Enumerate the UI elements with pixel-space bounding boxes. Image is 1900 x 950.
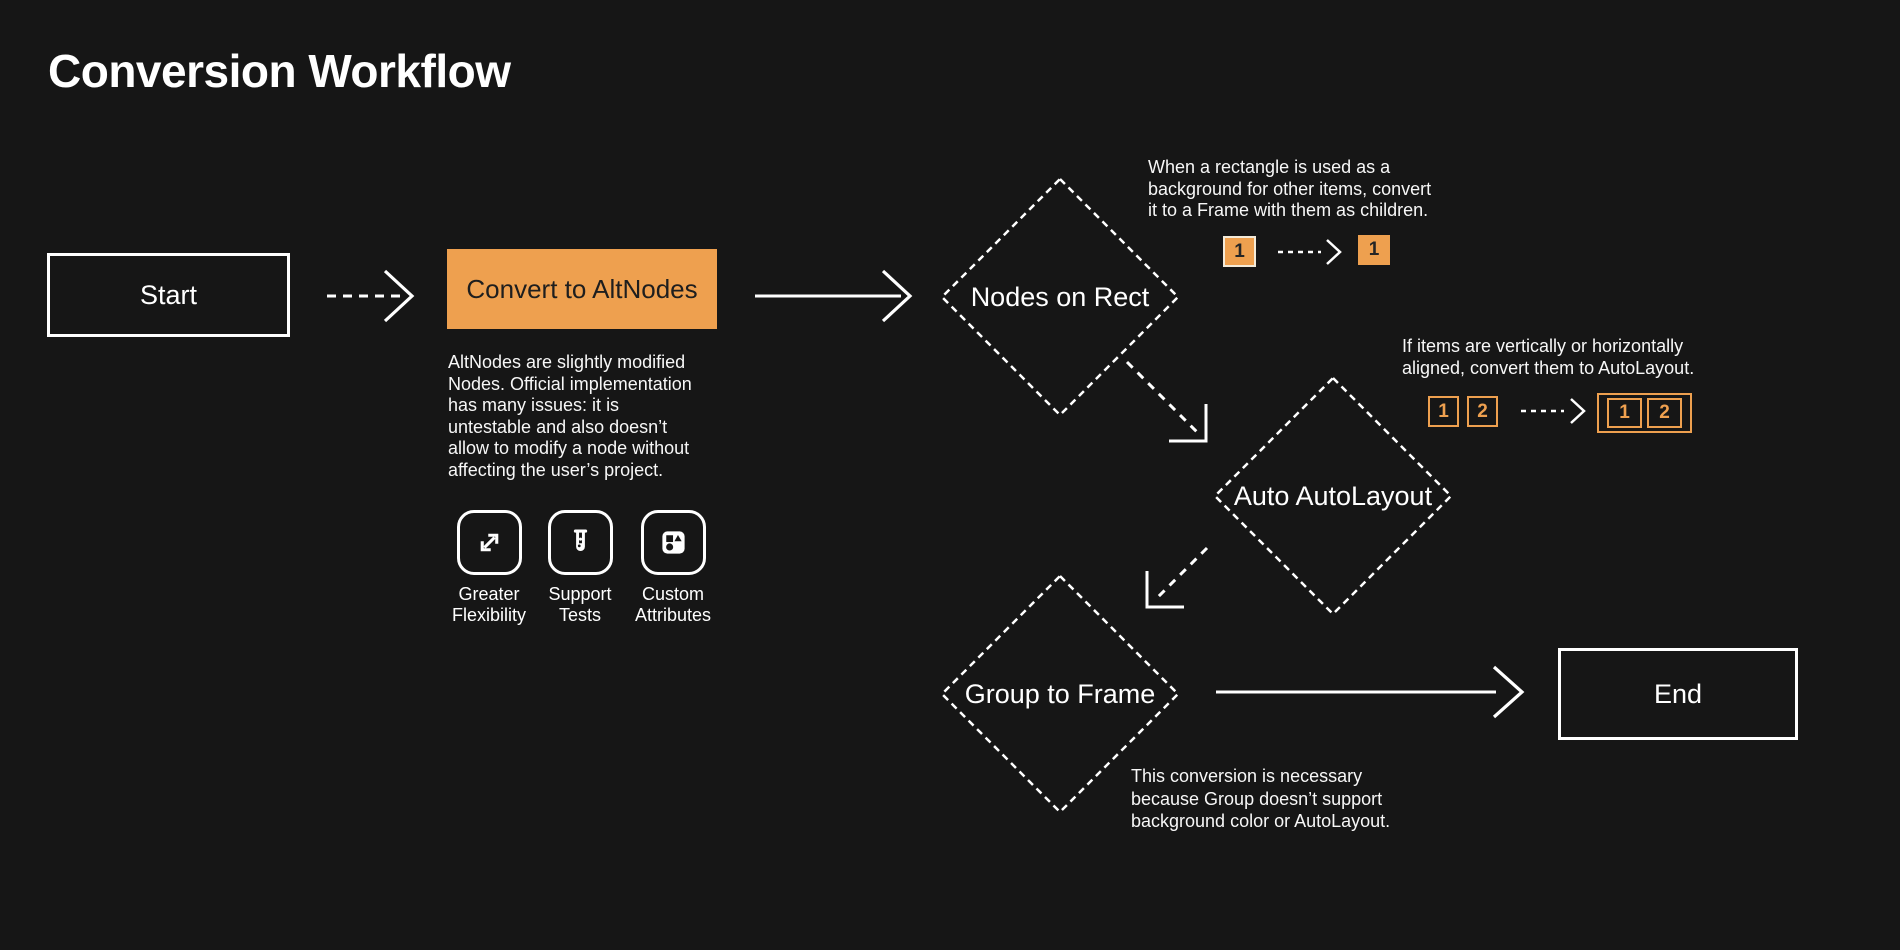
arrow-autolayout-to-grouptoframe xyxy=(1145,546,1209,609)
feature-label: Greater Flexibility xyxy=(451,584,526,625)
feature-label: Custom Attributes xyxy=(634,584,712,625)
altnodes-description: AltNodes are slightly modified Nodes. Of… xyxy=(448,352,692,480)
autolayout-before-tag-1: 1 xyxy=(1428,396,1459,427)
arrow-convert-to-nodesonrect xyxy=(755,269,913,323)
auto-autolayout-label: Auto AutoLayout xyxy=(1233,481,1433,511)
autolayout-hint-text: If items are vertically or horizontally … xyxy=(1402,336,1695,378)
arrow-nodesonrect-to-autolayout xyxy=(1125,360,1208,443)
nodes-on-rect-label: Nodes on Rect xyxy=(970,282,1150,312)
page-title: Conversion Workflow xyxy=(48,45,511,97)
diamond-nodes-on-rect xyxy=(940,177,1180,417)
arrow-hint-autolayout-example xyxy=(1521,398,1586,424)
feature-greater-flexibility: Greater Flexibility xyxy=(439,510,539,626)
convert-to-altnodes-node: Convert to AltNodes xyxy=(447,249,717,329)
diamond-auto-autolayout xyxy=(1213,376,1453,616)
rect-example-before-tag: 1 xyxy=(1223,236,1256,267)
end-node: End xyxy=(1558,648,1798,740)
feature-custom-attributes: Custom Attributes xyxy=(623,510,723,626)
autolayout-after-tag-2: 2 xyxy=(1647,398,1682,428)
rect-example-after-tag: 1 xyxy=(1358,235,1390,265)
rect-to-frame-hint-text: When a rectangle is used as a background… xyxy=(1148,157,1432,220)
test-tube-icon xyxy=(547,510,613,575)
autolayout-after-tag-1: 1 xyxy=(1607,398,1642,428)
autolayout-group-container: 1 2 xyxy=(1597,393,1692,433)
group-conversion-hint-text: This conversion is necessary because Gro… xyxy=(1131,766,1391,831)
diamond-group-to-frame xyxy=(940,574,1180,814)
feature-support-tests: Support Tests xyxy=(530,510,630,626)
group-to-frame-label: Group to Frame xyxy=(964,679,1156,709)
shapes-icon xyxy=(640,510,706,575)
start-node: Start xyxy=(47,253,290,337)
autolayout-before-tag-2: 2 xyxy=(1467,396,1498,427)
arrow-start-to-convert xyxy=(327,269,415,323)
expand-diagonal-icon xyxy=(456,510,522,575)
feature-label: Support Tests xyxy=(548,584,612,625)
arrow-hint-rect-example xyxy=(1278,239,1342,265)
arrow-grouptoframe-to-end xyxy=(1216,665,1525,719)
